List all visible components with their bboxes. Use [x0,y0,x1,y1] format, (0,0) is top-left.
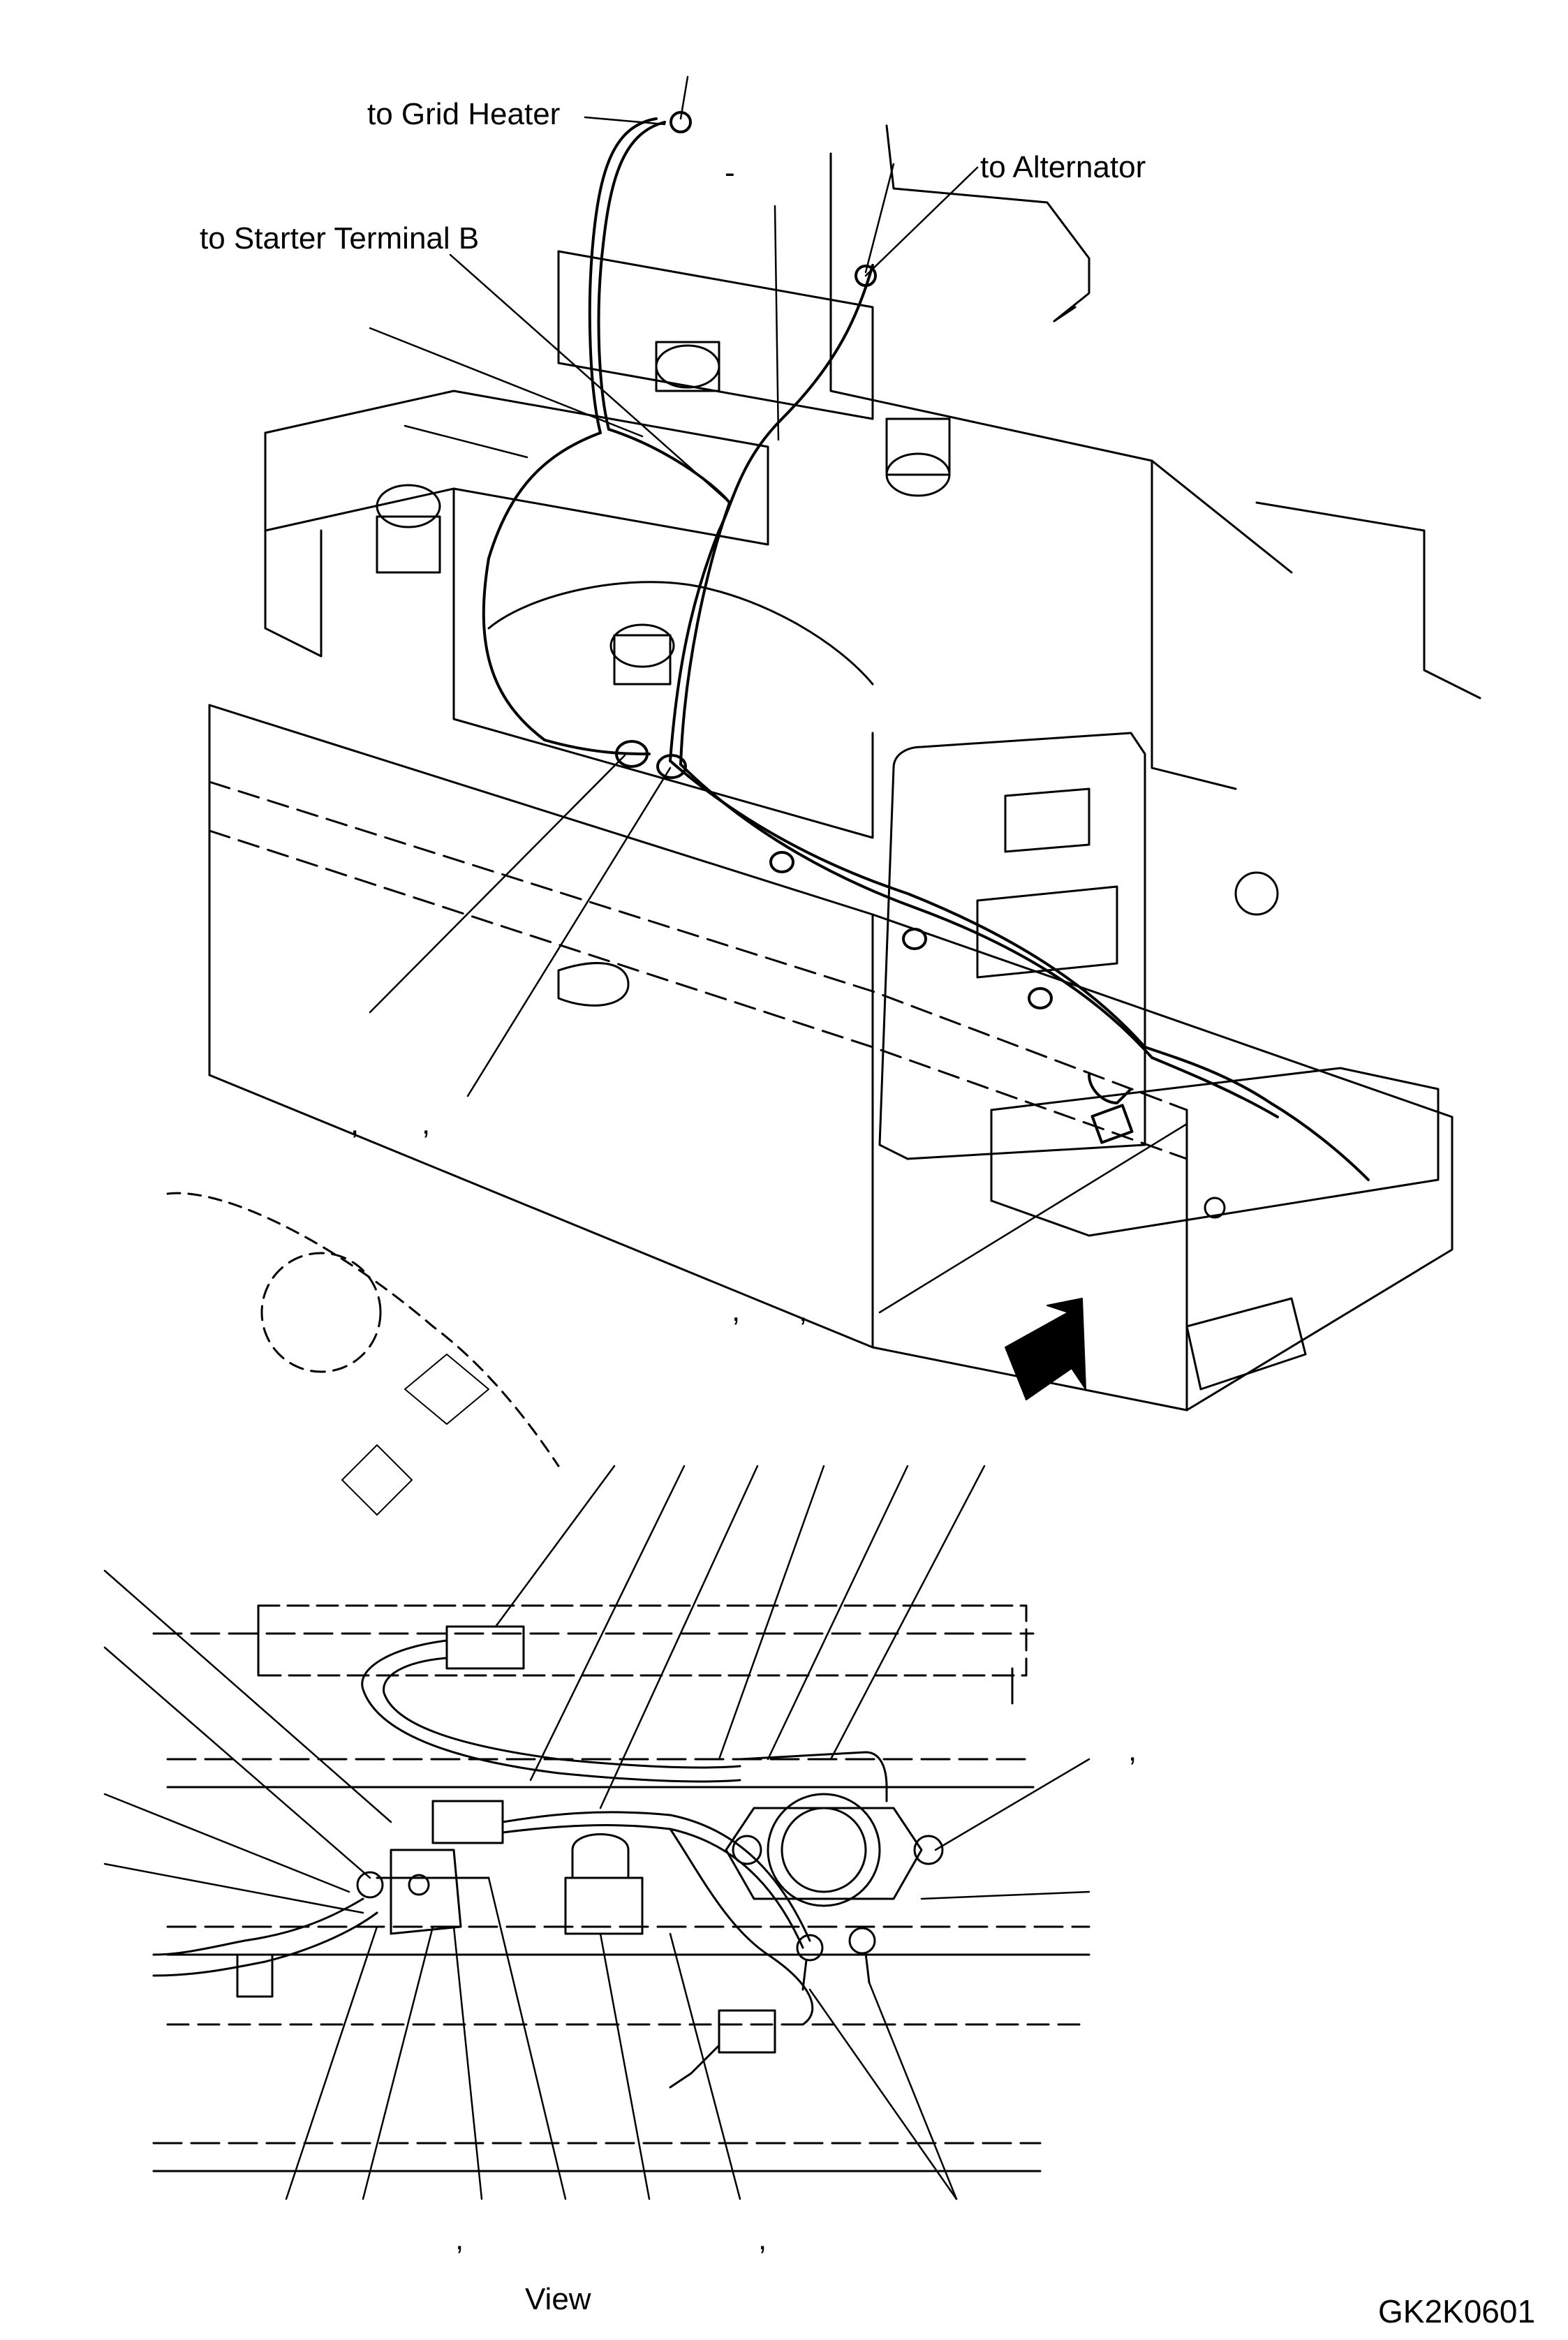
view-arrow [1005,1298,1086,1400]
alternator-label: to Alternator [980,150,1146,184]
comma-mark-2: , [422,1106,431,1141]
lower-leader-lines [103,1465,1090,2200]
view-label: View [525,2282,591,2316]
comma-mark-5: , [1128,1733,1137,1768]
starter-terminal-label: to Starter Terminal B [200,221,480,256]
lower-view [152,1604,1090,2172]
upper-harness [482,111,1370,1181]
comma-mark-4: , [799,1294,808,1328]
figure-code: GK2K0601 [1378,2293,1536,2330]
comma-mark-6: , [455,2222,464,2256]
comma-mark-7: , [758,2222,767,2256]
grid-heater-label: to Grid Heater [367,97,561,131]
comma-mark-3: , [732,1294,741,1328]
comma-mark-1: , [350,1106,360,1141]
upper-frame [166,124,1481,1516]
upper-leader-lines [369,75,1188,1314]
dash-mark: - [725,156,735,190]
